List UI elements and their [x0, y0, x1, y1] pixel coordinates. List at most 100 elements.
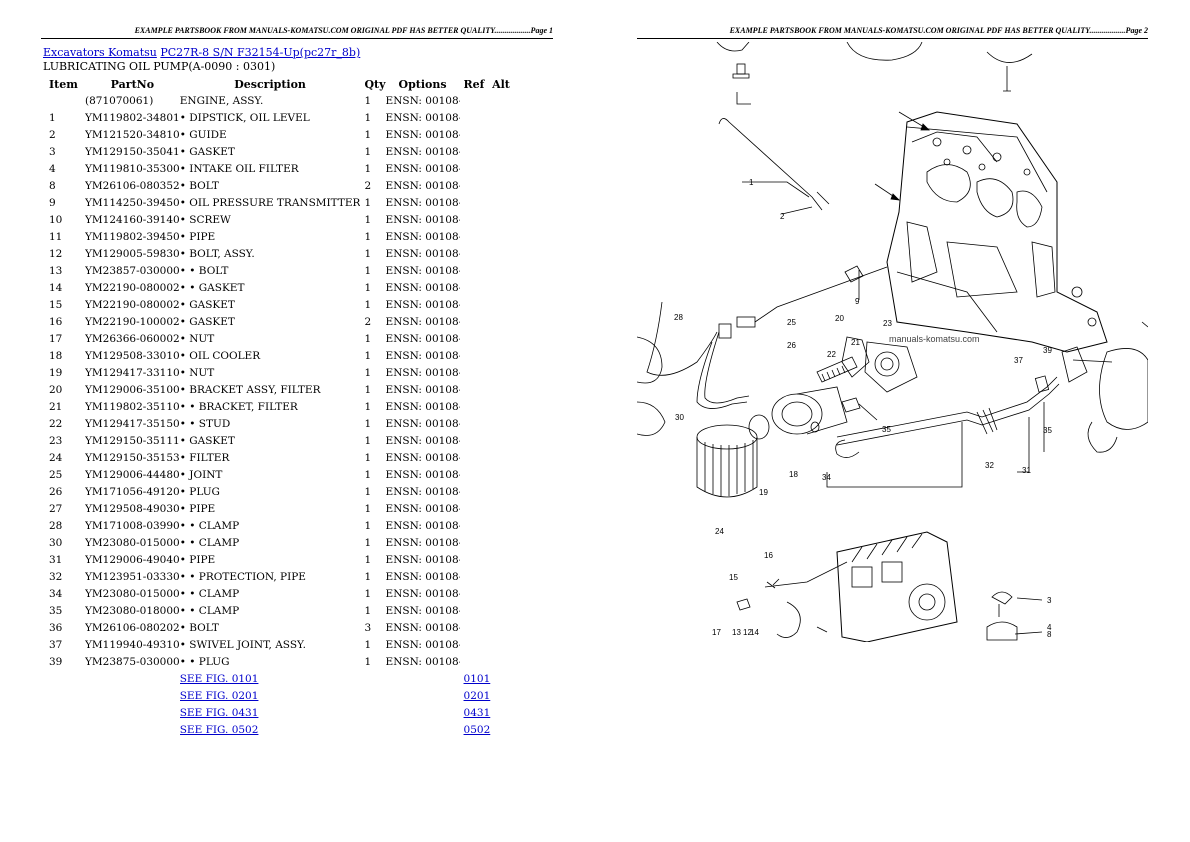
cell-ref [460, 348, 516, 365]
cell-item: 27 [49, 503, 63, 515]
cell-description: • GASKET [179, 435, 235, 447]
cell-qty: 1 [364, 605, 372, 617]
cell-partno: YM121520-34810 [85, 129, 180, 141]
cell-ref [460, 467, 516, 484]
see-fig-ref-link[interactable]: 0201 [463, 690, 491, 702]
cell-description: • FILTER [179, 452, 230, 464]
spacer [41, 722, 180, 739]
cell-partno: YM26106-080352 [85, 180, 180, 192]
see-fig-cell: SEE FIG. 0431 [180, 705, 460, 722]
see-fig-cell: SEE FIG. 0101 [180, 671, 460, 688]
see-fig-link[interactable]: SEE FIG. 0201 [179, 690, 259, 702]
col-header-ref: Ref [463, 78, 485, 91]
cell-item: 9 [49, 197, 56, 209]
cell-qty: 1 [364, 95, 372, 107]
cell-description: • INTAKE OIL FILTER [179, 163, 299, 175]
page-header-left: EXAMPLE PARTSBOOK FROM MANUALS-KOMATSU.C… [41, 26, 553, 39]
cell-description: • • BRACKET, FILTER [179, 401, 298, 413]
cell-item: 1 [49, 112, 56, 124]
cell-ref [460, 110, 516, 127]
cell-partno: YM129417-33110 [85, 367, 180, 379]
cell-qty: 1 [364, 537, 372, 549]
cell-options: ENSN: 00108- [385, 197, 460, 209]
col-header-alt: Alt [492, 78, 510, 91]
cell-options: ENSN: 00108- [385, 129, 460, 141]
cell-description: • OIL PRESSURE TRANSMITTER [179, 197, 361, 209]
cell-description: • • BOLT [179, 265, 229, 277]
cell-qty: 1 [364, 520, 372, 532]
cell-options: ENSN: 00108- [385, 180, 460, 192]
cell-options: ENSN: 00108- [385, 622, 460, 634]
callout-4: 4 [1047, 623, 1052, 632]
cell-options: ENSN: 00108- [385, 316, 460, 328]
cell-qty: 1 [364, 299, 372, 311]
cell-qty: 1 [364, 112, 372, 124]
cell-options: ENSN: 00108- [385, 554, 460, 566]
col-header-qty: Qty [364, 78, 386, 91]
cell-options: ENSN: 00108- [385, 333, 460, 345]
cell-description: • • CLAMP [179, 537, 240, 549]
see-fig-link[interactable]: SEE FIG. 0101 [179, 673, 259, 685]
callout-12: 12 [743, 628, 752, 637]
cell-qty: 1 [364, 265, 372, 277]
see-fig-ref-link[interactable]: 0101 [463, 673, 491, 685]
cell-options: ENSN: 00108- [385, 418, 460, 430]
cell-qty: 1 [364, 571, 372, 583]
cell-item: 19 [49, 367, 63, 379]
cell-qty: 1 [364, 656, 372, 668]
cell-item: 2 [49, 129, 56, 141]
cell-ref [460, 331, 516, 348]
callout-9: 9 [855, 297, 860, 306]
callout-24: 24 [715, 527, 724, 536]
col-header-ref-alt: Ref Alt [460, 76, 516, 93]
cell-description: • • STUD [179, 418, 231, 430]
cell-options: ENSN: 00108- [385, 639, 460, 651]
callout-2: 2 [780, 212, 785, 221]
cell-options: ENSN: 00108- [385, 248, 460, 260]
cell-ref [460, 654, 516, 671]
cell-qty: 1 [364, 639, 372, 651]
cell-description: • • PLUG [179, 656, 230, 668]
cell-description: • GASKET [179, 299, 235, 311]
callout-22: 22 [827, 350, 836, 359]
cell-description: • PIPE [179, 231, 216, 243]
cell-partno: YM123951-03330 [85, 571, 180, 583]
callout-35b: 35 [1043, 426, 1052, 435]
cell-item: 34 [49, 588, 63, 600]
cell-description: • GUIDE [179, 129, 227, 141]
see-fig-link[interactable]: SEE FIG. 0502 [179, 724, 259, 736]
cell-partno: YM23080-018000 [85, 605, 180, 617]
cell-ref [460, 195, 516, 212]
see-fig-ref-link[interactable]: 0502 [463, 724, 491, 736]
col-header-description: Description [234, 78, 306, 91]
page-header-right: EXAMPLE PARTSBOOK FROM MANUALS-KOMATSU.C… [637, 26, 1148, 39]
cell-options: ENSN: 00108- [385, 469, 460, 481]
cell-partno: YM23875-030000 [85, 656, 180, 668]
callout-37: 37 [1014, 356, 1023, 365]
cell-ref [460, 212, 516, 229]
see-fig-ref-link[interactable]: 0431 [463, 707, 491, 719]
callout-3: 3 [1047, 596, 1052, 605]
diagram-labels: 1 2 9 28 25 26 20 23 21 22 35 30 18 19 2… [674, 178, 1052, 639]
cell-description: • OIL COOLER [179, 350, 261, 362]
cell-qty: 1 [364, 350, 372, 362]
col-header-item: Item [49, 78, 78, 91]
breadcrumb-link-model[interactable]: PC27R-8 S/N F32154-Up(pc27r_8b) [160, 46, 361, 59]
breadcrumb-link-category[interactable]: Excavators Komatsu [43, 46, 157, 59]
cell-options: ENSN: 00108- [385, 520, 460, 532]
cell-item: 4 [49, 163, 56, 175]
cell-options: ENSN: 00108- [385, 146, 460, 158]
cell-partno: YM119810-35300 [85, 163, 180, 175]
cell-partno: YM129150-35111 [85, 435, 180, 447]
callout-19: 19 [759, 488, 768, 497]
cell-item: 16 [49, 316, 63, 328]
cell-description: • PIPE [179, 503, 216, 515]
see-fig-link[interactable]: SEE FIG. 0431 [179, 707, 259, 719]
cell-ref [460, 144, 516, 161]
